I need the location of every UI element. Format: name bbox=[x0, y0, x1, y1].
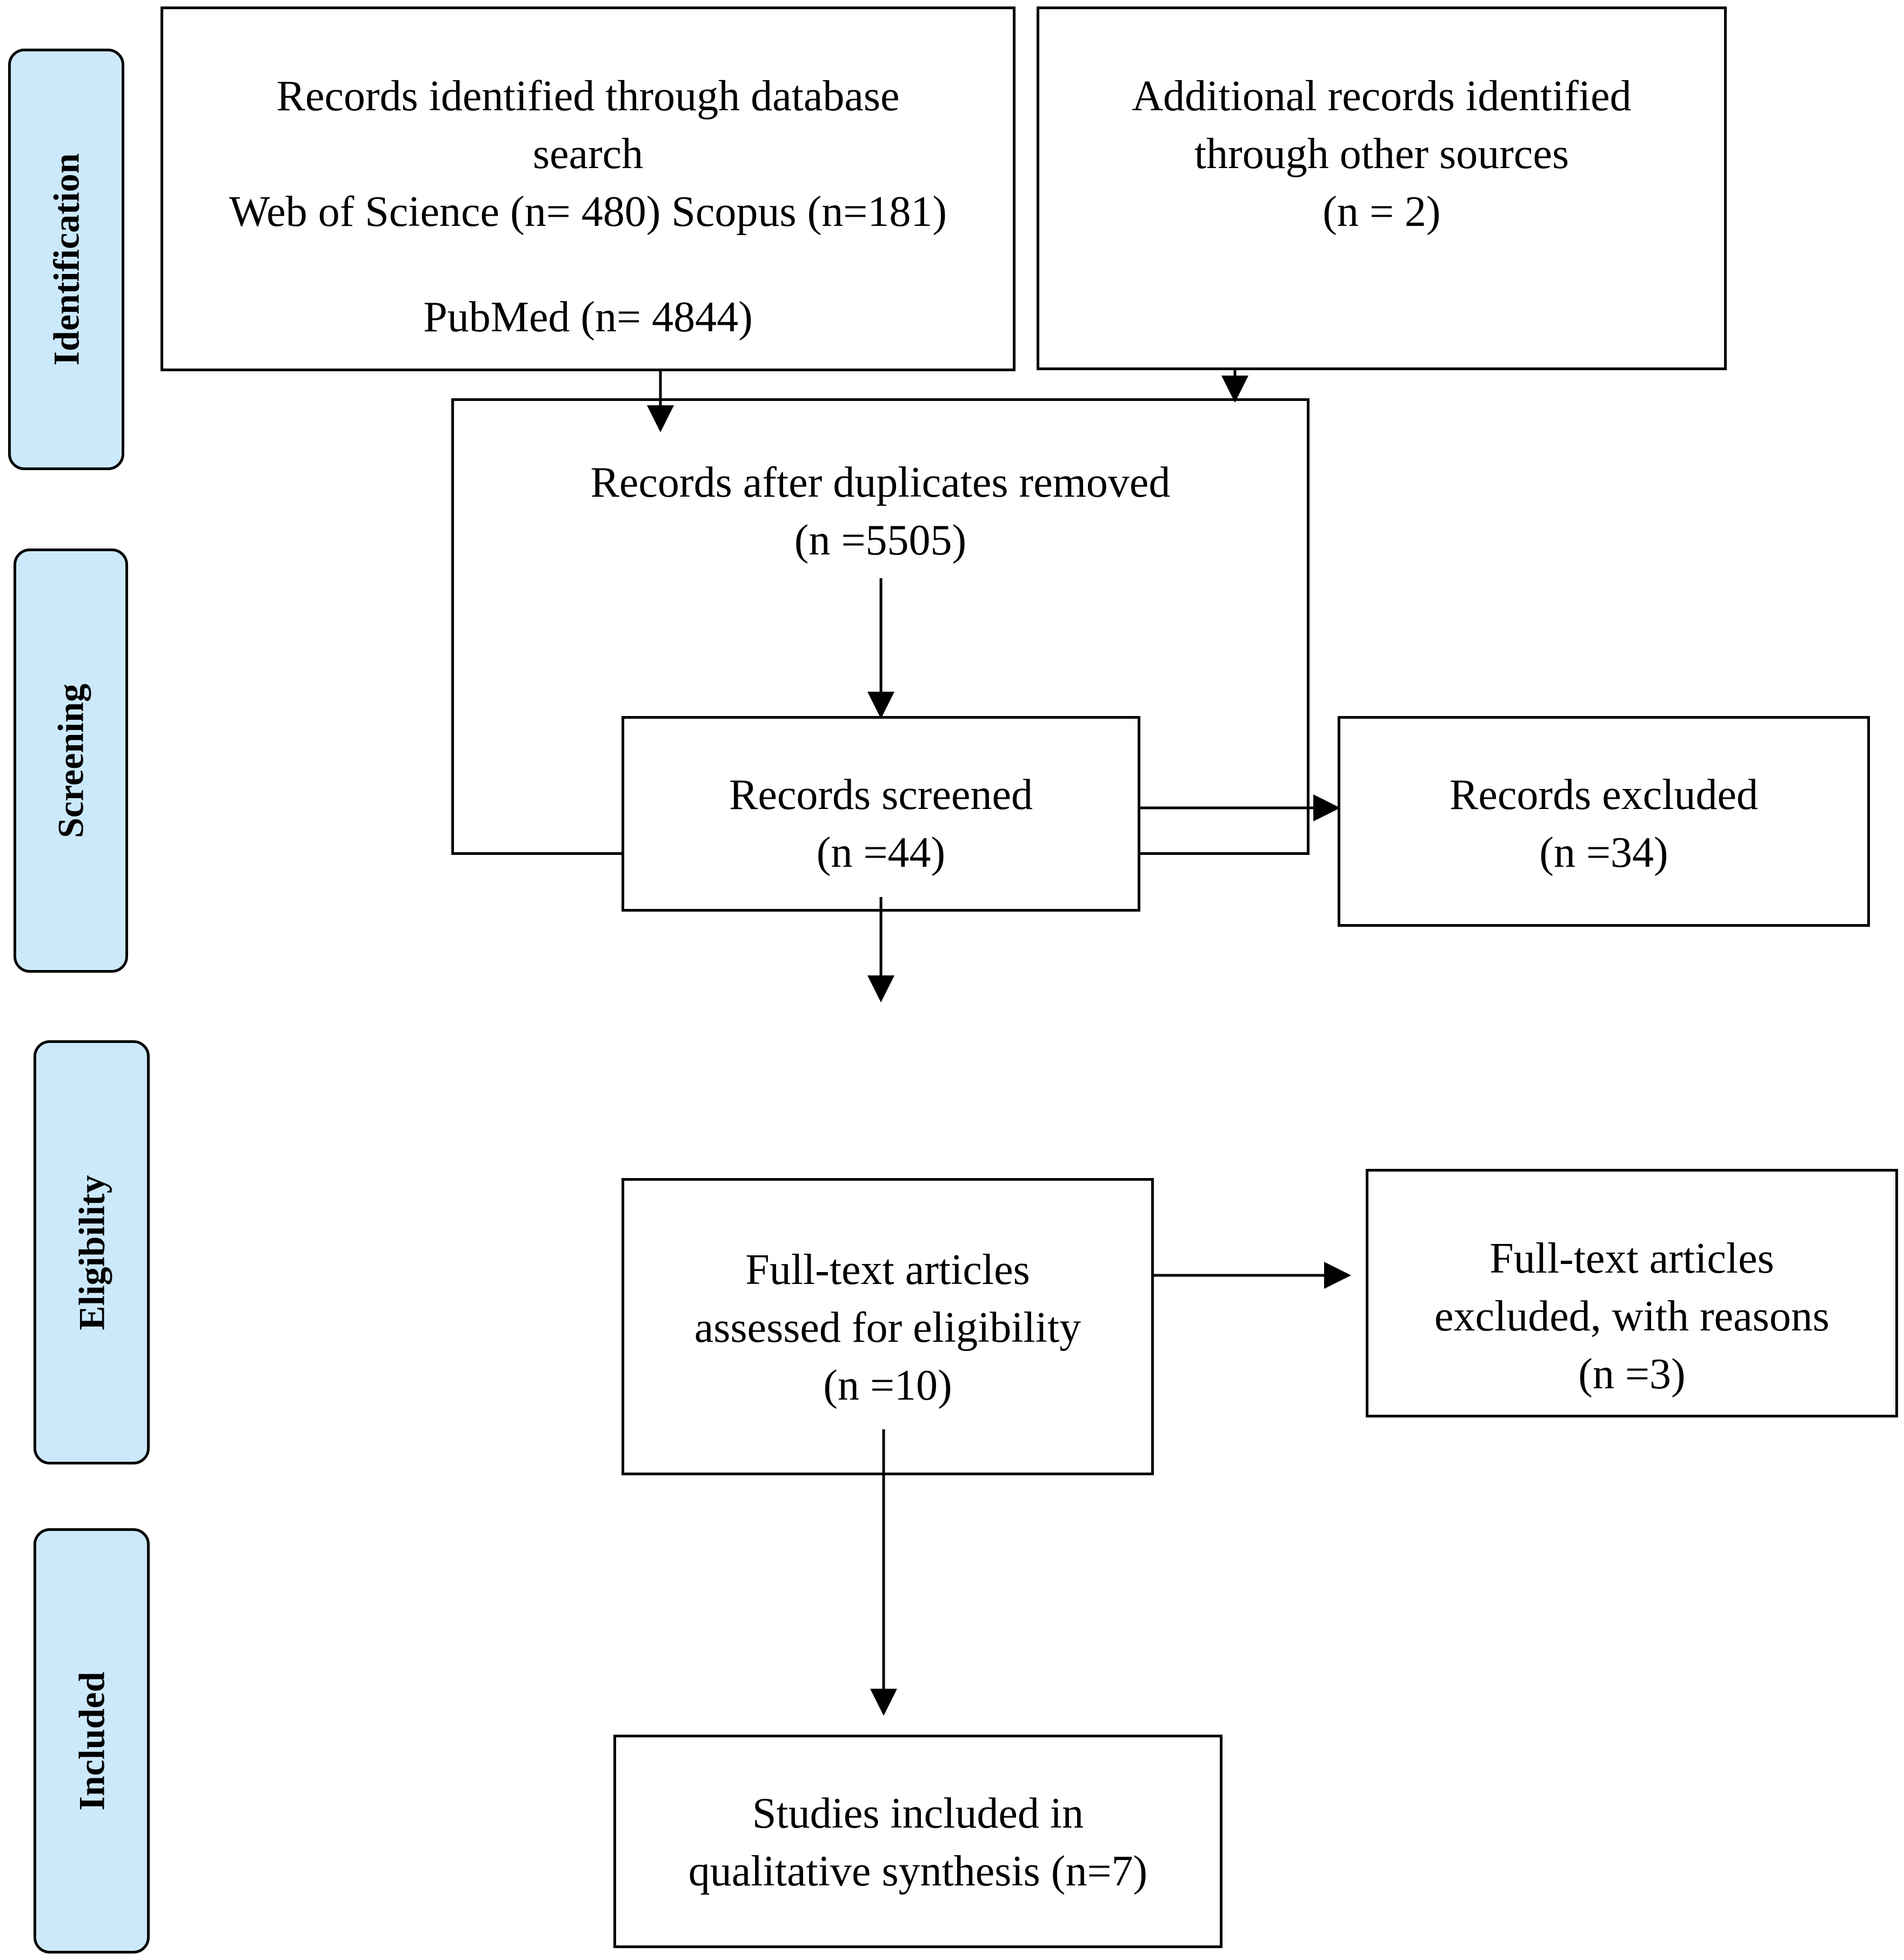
records-excluded-box: Records excluded (n =34) bbox=[1338, 716, 1870, 927]
database-search-box: Records identified through database sear… bbox=[161, 6, 1016, 371]
studies-included-line-1: Studies included in bbox=[752, 1790, 1084, 1837]
database-search-line-4: PubMed (n= 4844) bbox=[423, 293, 753, 341]
stage-eligibility: Eligibility bbox=[34, 1040, 150, 1464]
records-excluded-line-1: Records excluded bbox=[1449, 771, 1758, 819]
other-sources-line-3: (n = 2) bbox=[1322, 188, 1441, 236]
other-sources-line-2: through other sources bbox=[1194, 130, 1569, 178]
stage-identification: Identification bbox=[8, 49, 124, 470]
database-search-line-3: Web of Science (n= 480) Scopus (n=181) bbox=[229, 188, 947, 236]
database-search-line-2: search bbox=[532, 130, 644, 178]
fulltext-excluded-line-1: Full-text articles bbox=[1489, 1235, 1774, 1282]
records-screened-line-1: Records screened bbox=[729, 771, 1033, 819]
stage-included: Included bbox=[34, 1528, 150, 1954]
other-sources-box: Additional records identified through ot… bbox=[1037, 6, 1727, 370]
records-screened-line-2: (n =44) bbox=[816, 829, 946, 877]
records-screened-box: Records screened (n =44) bbox=[622, 716, 1140, 912]
other-sources-line-1: Additional records identified bbox=[1132, 72, 1632, 120]
studies-included-line-2: qualitative synthesis (n=7) bbox=[688, 1848, 1148, 1895]
fulltext-assessed-line-2: assessed for eligibility bbox=[694, 1304, 1081, 1352]
after-duplicates-line-1: Records after duplicates removed bbox=[590, 459, 1171, 506]
fulltext-assessed-line-3: (n =10) bbox=[823, 1362, 952, 1409]
fulltext-excluded-line-3: (n =3) bbox=[1578, 1350, 1686, 1398]
stage-screening: Screening bbox=[14, 548, 128, 973]
fulltext-assessed-line-1: Full-text articles bbox=[745, 1246, 1030, 1294]
studies-included-box: Studies included in qualitative synthesi… bbox=[613, 1735, 1222, 1948]
after-duplicates-text: Records after duplicates removed (n =550… bbox=[451, 398, 1310, 623]
fulltext-assessed-box: Full-text articles assessed for eligibil… bbox=[622, 1178, 1154, 1475]
fulltext-excluded-box: Full-text articles excluded, with reason… bbox=[1366, 1169, 1898, 1417]
records-excluded-line-2: (n =34) bbox=[1539, 829, 1668, 877]
database-search-line-1: Records identified through database bbox=[276, 72, 900, 120]
fulltext-excluded-line-2: excluded, with reasons bbox=[1434, 1293, 1829, 1340]
after-duplicates-line-2: (n =5505) bbox=[794, 517, 967, 564]
